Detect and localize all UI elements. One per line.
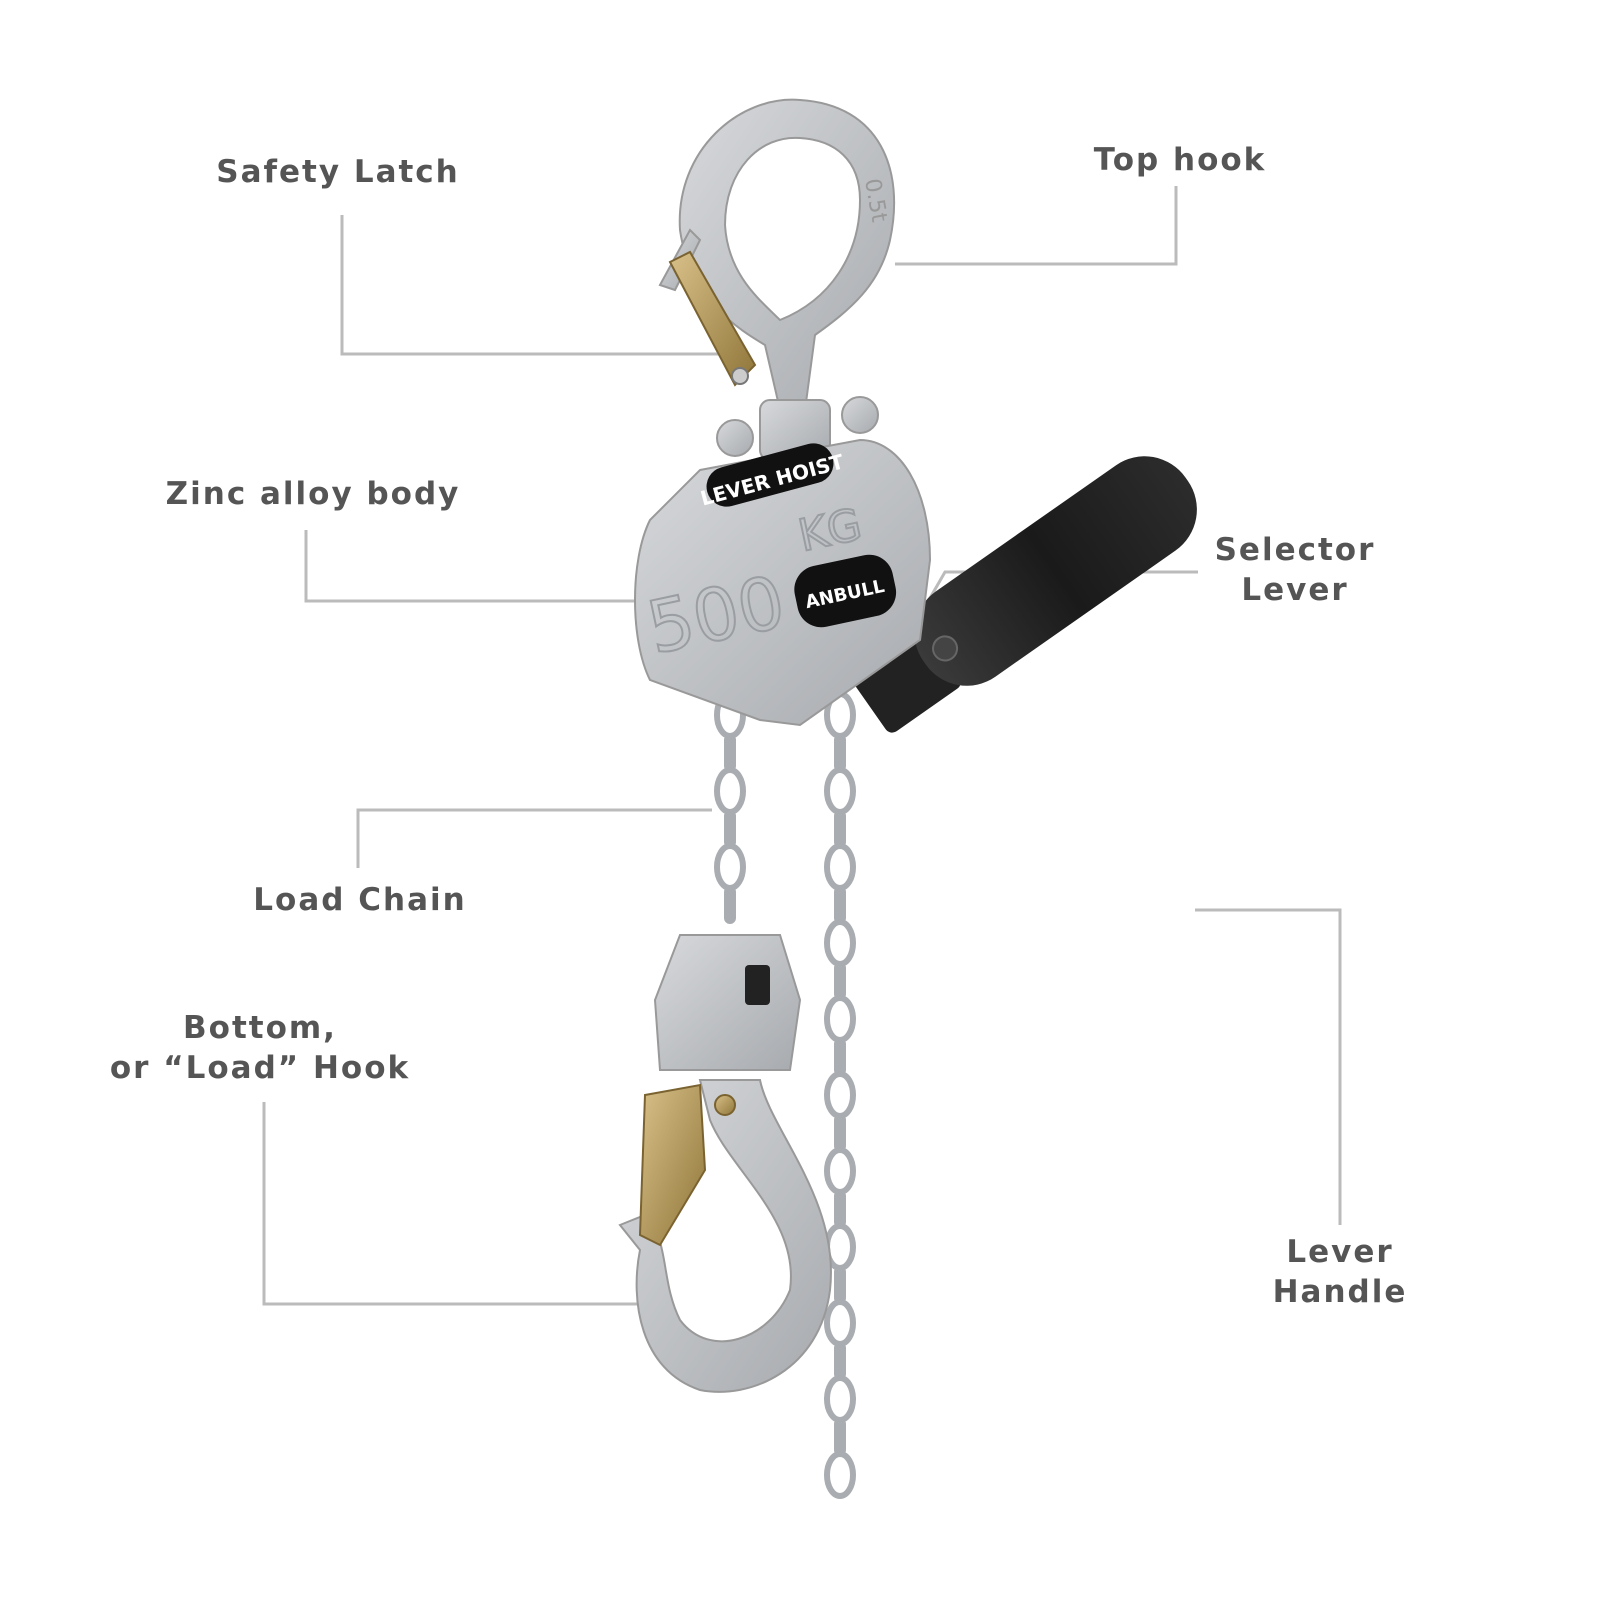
chain-link bbox=[834, 886, 846, 924]
label-zinc-alloy-body: Zinc alloy body bbox=[165, 476, 461, 512]
leader-lines bbox=[262, 186, 1342, 1306]
leader-bottom-hook bbox=[262, 1102, 656, 1306]
chain-link bbox=[714, 767, 746, 815]
leader-zinc-body bbox=[304, 530, 636, 603]
top-hook: 0.5t bbox=[658, 98, 896, 411]
chain-link bbox=[714, 843, 746, 891]
leader-top-hook bbox=[895, 186, 1178, 266]
chain-link bbox=[834, 962, 846, 1000]
chain-link bbox=[834, 1342, 846, 1380]
bottom-safety-latch bbox=[638, 1083, 707, 1247]
chain-link bbox=[724, 810, 736, 848]
leader-lever-handle bbox=[1195, 908, 1342, 1225]
chain-link bbox=[724, 734, 736, 772]
label-bottom-line1: Bottom, bbox=[183, 1010, 337, 1046]
label-load-chain: Load Chain bbox=[253, 882, 467, 918]
label-lever-handle: Lever Handle bbox=[1273, 1232, 1408, 1312]
label-selector-line2: Lever bbox=[1241, 572, 1349, 608]
chain-link bbox=[834, 1418, 846, 1456]
label-handle-line1: Lever bbox=[1286, 1234, 1394, 1270]
chain-link bbox=[834, 1038, 846, 1076]
label-selector-line1: Selector bbox=[1214, 532, 1376, 568]
chain-link bbox=[834, 734, 846, 772]
leader-safety-latch bbox=[340, 215, 720, 356]
label-top-hook: Top hook bbox=[1093, 142, 1267, 178]
chain-link bbox=[834, 810, 846, 848]
bottom-hook bbox=[618, 934, 832, 1393]
chain-link bbox=[834, 1266, 846, 1304]
label-handle-line2: Handle bbox=[1272, 1274, 1408, 1310]
label-selector-lever: Selector Lever bbox=[1215, 530, 1376, 610]
chain-link bbox=[834, 1114, 846, 1152]
chain-link bbox=[824, 1147, 856, 1195]
zinc-alloy-body: LEVER HOIST 500 KG ANBULL bbox=[634, 438, 932, 727]
chain-link bbox=[824, 1451, 856, 1499]
screw-icon bbox=[932, 635, 959, 662]
latch-pin bbox=[731, 367, 749, 385]
chain-link bbox=[824, 1375, 856, 1423]
leader-load-chain bbox=[356, 808, 712, 868]
chain-link bbox=[824, 1299, 856, 1347]
chain-link bbox=[824, 919, 856, 967]
label-safety-latch: Safety Latch bbox=[216, 154, 460, 190]
load-chain bbox=[714, 691, 856, 1499]
label-bottom-hook: Bottom, or “Load” Hook bbox=[110, 1008, 410, 1088]
label-bottom-line2: or “Load” Hook bbox=[109, 1050, 411, 1086]
safety-latch bbox=[668, 250, 757, 387]
chain-link bbox=[824, 843, 856, 891]
chain-link bbox=[724, 886, 736, 924]
chain-link bbox=[824, 995, 856, 1043]
chain-link bbox=[834, 1190, 846, 1228]
chain-link bbox=[824, 767, 856, 815]
chain-link bbox=[824, 1071, 856, 1119]
